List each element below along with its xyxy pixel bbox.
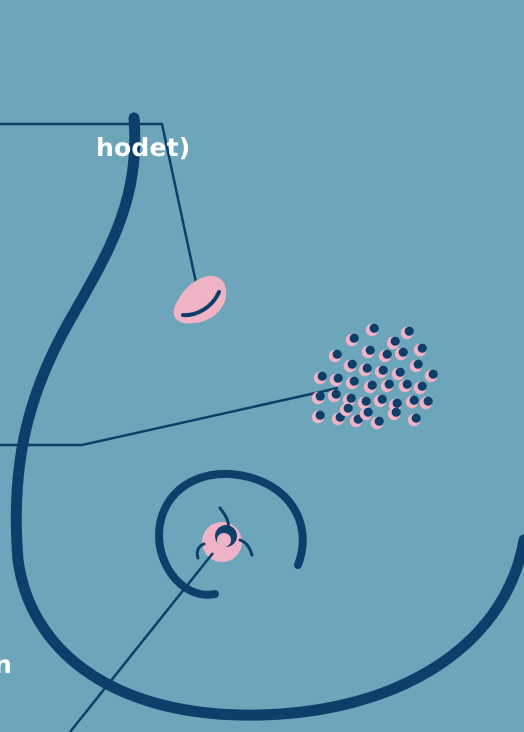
leader-line-bottom xyxy=(69,552,214,732)
nipple xyxy=(195,506,254,562)
lobule-dot xyxy=(373,394,387,408)
lobule-dot xyxy=(349,414,363,428)
lobule-dot xyxy=(391,367,405,381)
lobule-dot xyxy=(387,407,401,421)
lobule-dot xyxy=(405,395,419,409)
lobule-dot xyxy=(400,326,414,340)
lobule-dot xyxy=(413,381,427,395)
breast-outline xyxy=(10,112,524,721)
lobule-dot xyxy=(327,389,341,403)
lobule-dot xyxy=(311,410,325,424)
lobule-dot xyxy=(398,379,412,393)
lobule-dot xyxy=(365,323,379,337)
lobule-dot xyxy=(363,380,377,394)
lobule-dot xyxy=(313,371,327,385)
label-top: hodet) xyxy=(96,133,191,162)
lobule-dot xyxy=(343,359,357,373)
lobule-dot xyxy=(413,343,427,357)
lobule-dot xyxy=(380,379,394,393)
lobule-dot xyxy=(394,347,408,361)
lobule-dot xyxy=(339,403,353,417)
lobule-dot xyxy=(424,369,438,383)
gland-shape xyxy=(173,275,227,324)
leader-line-middle xyxy=(0,386,339,447)
areola-ring xyxy=(155,469,307,599)
lobule-dot xyxy=(419,396,433,410)
lobule-cluster xyxy=(311,323,438,430)
lobule-dot xyxy=(386,336,400,350)
leader-line-top xyxy=(0,122,200,293)
label-bottom: n xyxy=(0,650,12,679)
lobule-dot xyxy=(361,345,375,359)
lobule-dot xyxy=(342,393,356,407)
lobule-dot xyxy=(328,349,342,363)
lobule-dot xyxy=(359,407,373,421)
lobule-dot xyxy=(329,373,343,387)
lobule-dot xyxy=(370,416,384,430)
lobule-dot xyxy=(358,363,372,377)
lobule-dot xyxy=(409,359,423,373)
lobule-dot xyxy=(374,365,388,379)
lobule-dot xyxy=(378,349,392,363)
lobule-dot xyxy=(311,391,325,405)
lobule-dot xyxy=(357,396,371,410)
lobule-dot xyxy=(407,413,421,427)
lobule-dot xyxy=(345,376,359,390)
lobule-dot xyxy=(345,333,359,347)
